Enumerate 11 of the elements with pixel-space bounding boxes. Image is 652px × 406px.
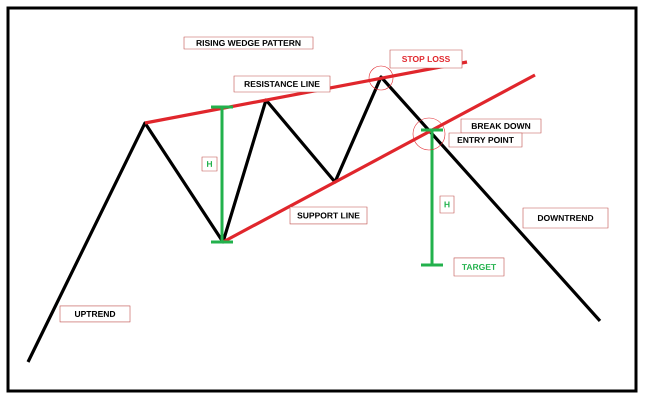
label-box: SUPPORT LINE (290, 206, 368, 224)
label-box: H (440, 196, 454, 214)
label-box: ENTRY POINT (448, 132, 522, 148)
label-box: RISING WEDGE PATTERN (184, 36, 314, 50)
label-box: RESISTANCE LINE (234, 76, 330, 92)
label-box: UPTREND (60, 306, 130, 322)
label-box: BREAK DOWN (460, 118, 542, 134)
label-box: DOWNTREND (522, 208, 608, 228)
label-box: STOP LOSS (390, 50, 462, 68)
label-box: H (202, 156, 218, 172)
label-box: TARGET (454, 258, 504, 276)
